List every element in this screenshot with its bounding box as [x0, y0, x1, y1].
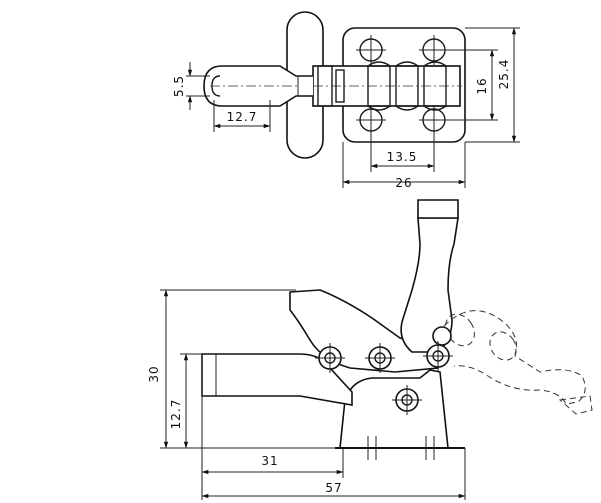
dim-12-7-top: 12.7	[213, 100, 271, 132]
dim-26-label: 26	[395, 176, 412, 190]
handle-open-dashed	[443, 310, 593, 415]
dim-16: 16	[446, 49, 498, 121]
dim-12-7-side-label: 12.7	[169, 399, 183, 430]
dim-57-label: 57	[325, 481, 342, 495]
u-bar-spindle	[203, 65, 313, 107]
base-bolts-side	[367, 436, 435, 460]
dim-57: 57	[201, 448, 466, 500]
arm-linkage-top	[312, 61, 462, 111]
top-view: 5.5 12.7 13.5 26 16	[172, 11, 520, 190]
dim-25-4: 25.4	[465, 27, 520, 143]
base-block-side	[339, 369, 449, 449]
dim-5-5-label: 5.5	[172, 75, 186, 97]
side-view: 30 12.7 31 57	[147, 199, 593, 500]
dim-12-7-side: 12.7	[169, 353, 202, 449]
dim-5-5: 5.5	[172, 62, 210, 110]
dim-16-label: 16	[475, 77, 489, 94]
dim-12-7-top-label: 12.7	[227, 110, 258, 124]
dim-31: 31	[201, 396, 344, 500]
dim-25-4-label: 25.4	[497, 59, 511, 90]
pivot-pins-side	[315, 326, 453, 415]
dim-26: 26	[342, 142, 466, 190]
dim-31-label: 31	[261, 454, 278, 468]
dim-30-label: 30	[147, 365, 161, 382]
dim-13-5-label: 13.5	[387, 150, 418, 164]
dim-30: 30	[147, 289, 335, 449]
dim-13-5: 13.5	[370, 132, 435, 172]
mounting-holes-top	[356, 35, 449, 135]
